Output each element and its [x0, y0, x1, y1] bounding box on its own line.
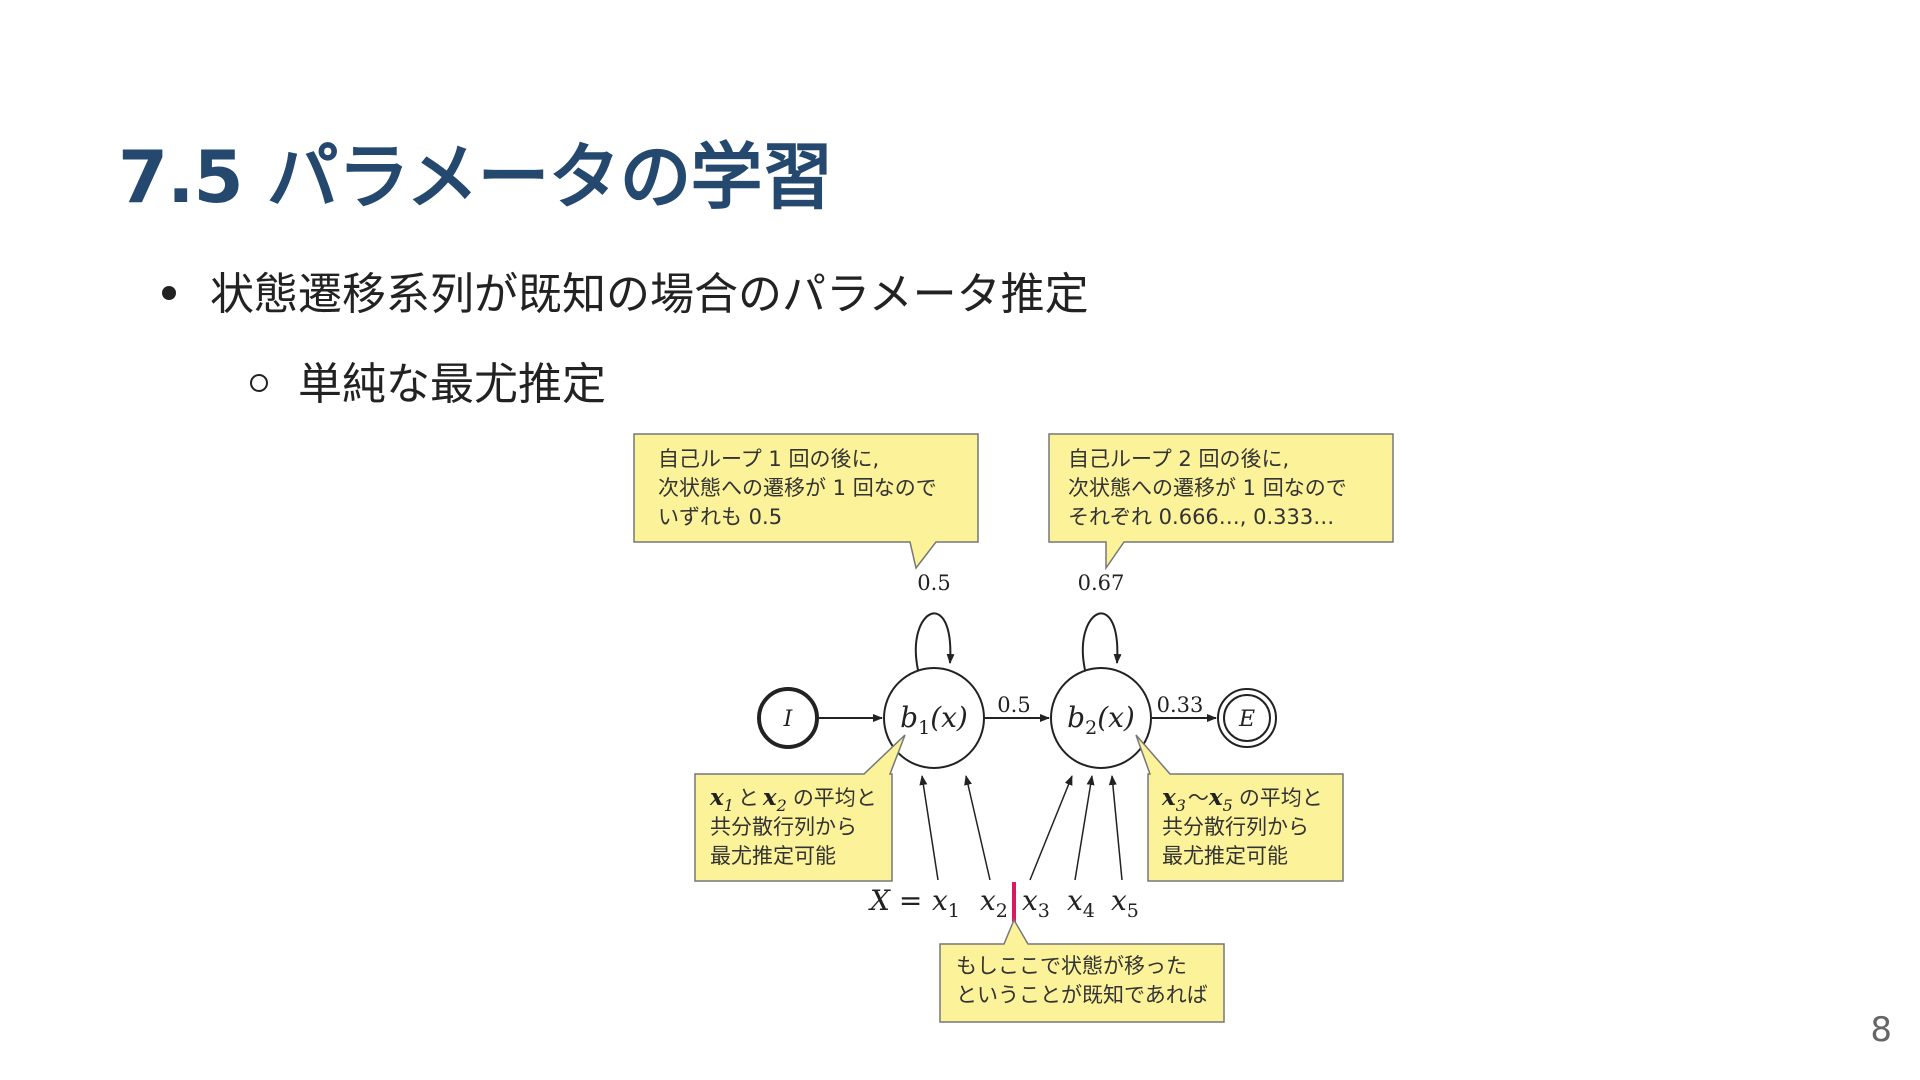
callout-line: 次状態への遷移が 1 回なので [658, 476, 937, 500]
observation-x2: x2 [980, 884, 1008, 922]
emission-arrow-x2 [964, 775, 991, 881]
bullet-ring-icon [250, 374, 268, 392]
state-node-2-label: b2(x) [1067, 701, 1135, 739]
self-loop-prob-1: 0.5 [917, 571, 950, 595]
sub-bullet-text: 単純な最尤推定 [298, 359, 606, 410]
observation-x3: x3 [1022, 884, 1050, 922]
callout-line: 共分散行列から [1162, 815, 1309, 839]
transition-prob-1-2: 0.5 [997, 693, 1030, 717]
page-number: 8 [1870, 1010, 1892, 1050]
emission-arrow-x5 [1108, 775, 1123, 881]
end-node-label: E [1238, 707, 1255, 732]
end-node [1217, 688, 1277, 748]
slide-title: 7.5 パラメータの学習 [118, 135, 833, 219]
callout-line: ということが既知であれば [956, 983, 1208, 1007]
callout-line: それぞれ 0.666…, 0.333… [1068, 505, 1334, 529]
observation-x4: x4 [1067, 884, 1095, 922]
callout-line: いずれも 0.5 [658, 505, 782, 529]
start-node [757, 687, 819, 749]
self-loop-arrow-2 [1081, 612, 1122, 671]
emission-arrow-x3 [1029, 775, 1073, 881]
callout-line: 共分散行列から [710, 815, 857, 839]
observation-x5: x5 [1111, 884, 1139, 922]
self-loop-prob-2: 0.67 [1078, 571, 1125, 595]
callout-line: 次状態への遷移が 1 回なので [1068, 476, 1347, 500]
callout-line: もしここで状態が移った [956, 954, 1187, 978]
sequence-prefix: X = [868, 884, 922, 917]
start-node-label: I [783, 707, 794, 732]
callout-self-loop-state2: 自己ループ 2 回の後に, 次状態への遷移が 1 回なので それぞれ 0.666… [1048, 433, 1394, 571]
bullet-item-level2: 単純な最尤推定 [250, 348, 606, 412]
state-node-1 [883, 667, 985, 769]
callout-self-loop-state1: 自己ループ 1 回の後に, 次状態への遷移が 1 回なので いずれも 0.5 [633, 433, 979, 570]
state-node-1-label: b1(x) [900, 701, 968, 739]
self-loop-arrow-1 [914, 612, 955, 671]
callout-line: 最尤推定可能 [1162, 844, 1288, 868]
observation-x1: x1 [932, 884, 960, 922]
transition-prob-2-end: 0.33 [1157, 693, 1204, 717]
bullet-item-level1: 状態遷移系列が既知の場合のパラメータ推定 [162, 258, 1089, 322]
callout-line: 自己ループ 1 回の後に, [658, 447, 879, 471]
bullet-dot-icon [162, 286, 176, 300]
callout-line: 最尤推定可能 [710, 844, 836, 868]
callout-boundary-known: もしここで状態が移った ということが既知であれば [939, 918, 1225, 1023]
state-node-2 [1050, 667, 1152, 769]
callout-line: 自己ループ 2 回の後に, [1068, 447, 1289, 471]
bullet-text: 状態遷移系列が既知の場合のパラメータ推定 [210, 269, 1089, 320]
emission-arrow-x1 [919, 775, 939, 881]
emission-arrow-x4 [1074, 775, 1095, 881]
